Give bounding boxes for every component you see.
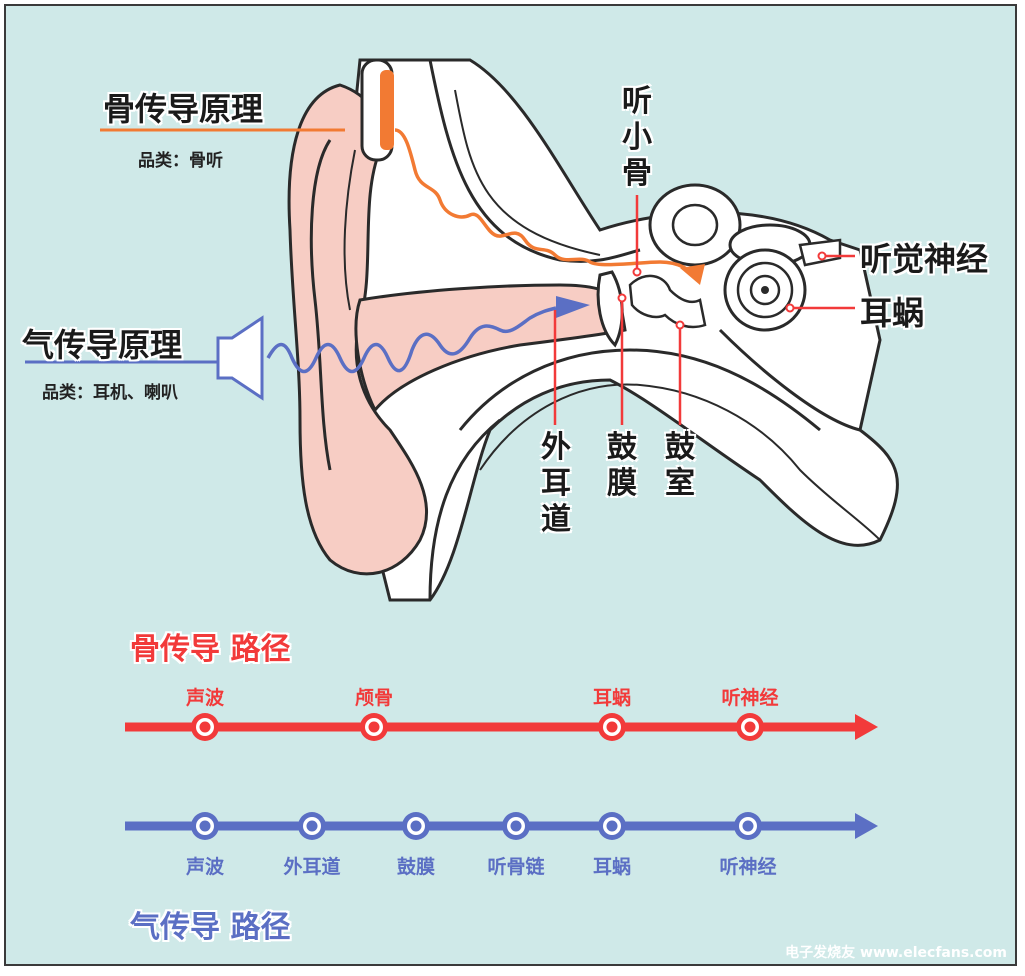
eardrum-label: 鼓膜 — [607, 430, 637, 501]
bone-path-node-center-1 — [368, 721, 380, 733]
air-path-node-center-3 — [510, 820, 522, 832]
bone-path-node-label-3: 听神经 — [721, 687, 779, 709]
bone-conduction-title: 骨传导原理 — [103, 90, 264, 128]
air-path-node-center-0 — [199, 820, 211, 832]
air-conduction-category: 品类：耳机、喇叭 — [42, 383, 178, 403]
air-path-node-label-0: 声波 — [185, 856, 225, 878]
bone-conduction-category: 品类：骨听 — [138, 151, 223, 171]
eardrum-shape — [596, 270, 624, 348]
bone-path-node-center-0 — [199, 721, 211, 733]
air-path-node-label-3: 听骨链 — [487, 856, 545, 878]
air-path-node-label-2: 鼓膜 — [396, 856, 436, 878]
bone-path-arrowhead — [855, 714, 878, 740]
air-path-title: 气传导 路径 — [130, 910, 291, 945]
bone-path-node-center-2 — [606, 721, 618, 733]
air-path-node-center-4 — [606, 820, 618, 832]
air-path-arrowhead — [855, 813, 878, 839]
speaker-device — [216, 315, 264, 401]
air-path-node-center-2 — [410, 820, 422, 832]
bone-path-node-label-0: 声波 — [185, 687, 225, 709]
tympanic-cavity-label: 鼓室 — [665, 430, 695, 501]
watermark: 电子发烧友 www.elecfans.com — [785, 945, 1007, 961]
air-path-node-center-5 — [742, 820, 754, 832]
air-path-node-label-5: 听神经 — [719, 856, 777, 878]
ear-canal-label: 外耳道 — [541, 430, 571, 537]
bone-path-node-center-3 — [744, 721, 756, 733]
air-path-node-label-4: 耳蜗 — [592, 856, 632, 878]
air-conduction-title: 气传导原理 — [22, 326, 183, 364]
cochlea-label: 耳蜗 — [860, 294, 925, 332]
bone-path-node-label-2: 耳蜗 — [592, 687, 632, 709]
bone-path-node-label-1: 颅骨 — [354, 687, 394, 709]
air-path-node-center-1 — [306, 820, 318, 832]
bone-wave — [394, 128, 702, 282]
ossicles-shape — [628, 274, 707, 329]
ossicles-label: 听小骨 — [622, 84, 652, 191]
air-path-node-label-1: 外耳道 — [283, 856, 341, 878]
air-wave — [266, 306, 557, 374]
auditory-nerve-label: 听觉神经 — [860, 240, 989, 278]
bone-path-title: 骨传导 路径 — [130, 632, 291, 667]
